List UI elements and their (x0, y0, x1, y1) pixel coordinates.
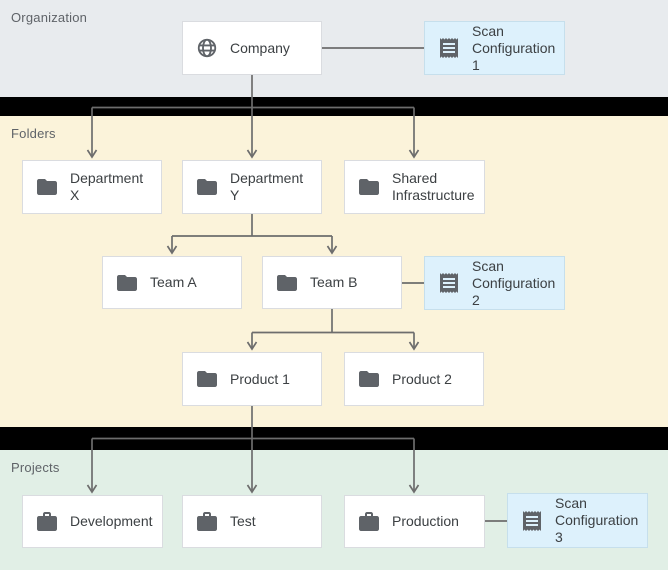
projects-section-label: Projects (11, 460, 60, 475)
node-label: Scan Configuration 3 (555, 495, 639, 545)
receipt-icon (520, 509, 544, 533)
folder-icon (35, 175, 59, 199)
node-label: Company (230, 39, 290, 56)
folders-section-label: Folders (11, 126, 56, 141)
node-label: Product 2 (392, 370, 452, 387)
node-label: Shared Infrastructure (392, 170, 475, 203)
folder-icon (357, 367, 381, 391)
node-department-y: Department Y (182, 160, 322, 214)
folder-icon (275, 271, 299, 295)
node-label: Product 1 (230, 370, 290, 387)
node-shared-infrastructure: Shared Infrastructure (344, 160, 485, 214)
node-scan-configuration-1: Scan Configuration 1 (424, 21, 565, 75)
node-development: Development (22, 495, 163, 548)
node-department-x: Department X (22, 160, 162, 214)
section-divider (0, 427, 668, 450)
node-label: Team B (310, 274, 358, 290)
node-label: Team A (150, 274, 197, 290)
folder-icon (357, 175, 381, 199)
node-scan-configuration-2: Scan Configuration 2 (424, 256, 565, 310)
node-company: Company (182, 21, 322, 75)
receipt-icon (437, 271, 461, 295)
briefcase-icon (195, 510, 219, 534)
node-label: Department X (70, 170, 144, 203)
organization-section-label: Organization (11, 10, 88, 25)
node-label: Scan Configuration 2 (472, 257, 556, 308)
node-label: Development (70, 513, 153, 529)
node-product-1: Product 1 (182, 352, 322, 406)
node-label: Scan Configuration 1 (472, 22, 556, 73)
node-label: Department Y (230, 170, 304, 203)
node-team-a: Team A (102, 256, 242, 309)
node-scan-configuration-3: Scan Configuration 3 (507, 493, 648, 548)
node-label: Production (392, 513, 459, 529)
briefcase-icon (35, 510, 59, 534)
folder-icon (195, 367, 219, 391)
receipt-icon (437, 36, 461, 60)
node-label: Test (230, 513, 256, 529)
briefcase-icon (357, 510, 381, 534)
folder-icon (195, 175, 219, 199)
folder-icon (115, 271, 139, 295)
globe-icon (195, 36, 219, 60)
node-team-b: Team B (262, 256, 402, 309)
node-production: Production (344, 495, 485, 548)
section-divider (0, 97, 668, 116)
organization-section (0, 0, 668, 97)
node-product-2: Product 2 (344, 352, 484, 406)
node-test: Test (182, 495, 322, 548)
